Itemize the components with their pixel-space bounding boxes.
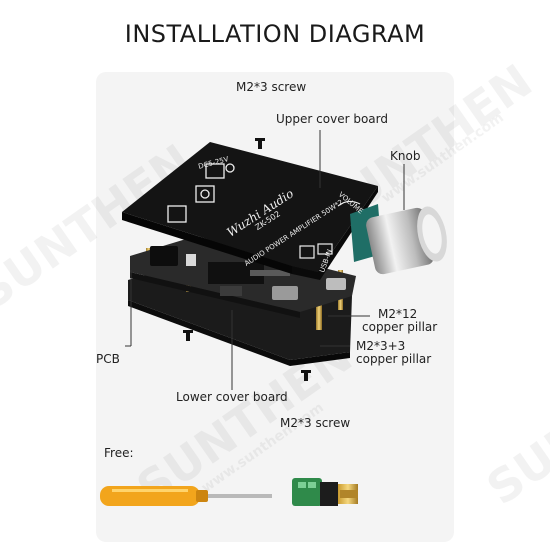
label-knob: Knob bbox=[390, 149, 421, 163]
label-upper-cover-board: Upper cover board bbox=[276, 112, 388, 126]
label-screw-bottom: M2*3 screw bbox=[280, 416, 351, 430]
screw-bottom bbox=[301, 370, 311, 381]
screws bbox=[183, 138, 311, 381]
label-pillar-33-line2: copper pillar bbox=[356, 352, 432, 366]
pcb-board bbox=[130, 236, 356, 318]
label-pillar-33-line1: M2*3+3 bbox=[356, 339, 406, 353]
label-pcb: PCB bbox=[96, 352, 120, 366]
screw-top bbox=[255, 138, 265, 149]
label-screw-top: M2*3 screw bbox=[236, 80, 307, 94]
label-pillar-12-line2: copper pillar bbox=[362, 320, 438, 334]
dc-adapter-accessory bbox=[292, 478, 358, 506]
label-lower-cover-board: Lower cover board bbox=[176, 390, 288, 404]
screw-bottom-left bbox=[183, 330, 193, 341]
page-title: INSTALLATION DIAGRAM bbox=[124, 20, 426, 48]
upper-cover-board bbox=[122, 142, 378, 280]
label-pillar-12-line1: M2*12 bbox=[378, 307, 418, 321]
screwdriver-accessory bbox=[100, 486, 272, 506]
leader-lines bbox=[125, 130, 405, 390]
volume-knob[interactable] bbox=[365, 204, 452, 276]
copper-pillar bbox=[316, 290, 322, 330]
label-free: Free: bbox=[104, 446, 134, 460]
